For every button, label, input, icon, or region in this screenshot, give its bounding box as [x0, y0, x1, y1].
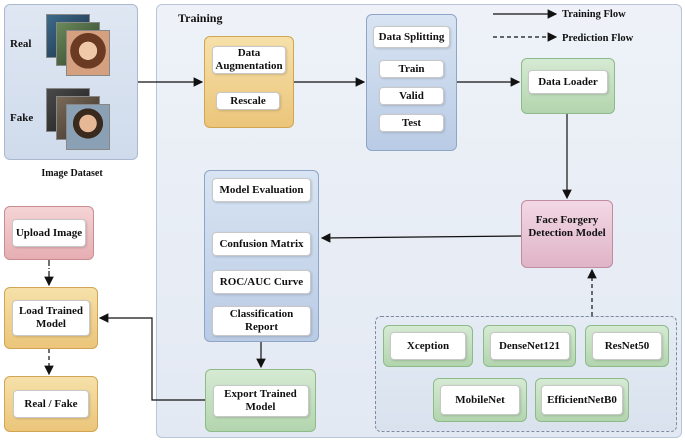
legend-training-flow: Training Flow: [562, 9, 626, 20]
real-fake-result-box: Real / Fake: [4, 376, 98, 432]
rescale-item: Rescale: [216, 92, 280, 110]
arrow-model-to-evaluation: [320, 233, 522, 243]
face-forgery-model-box: [521, 200, 613, 268]
classification-report-item: Classification Report: [212, 306, 311, 336]
export-trained-model-box: Export Trained Model: [205, 369, 316, 432]
test-split-item: Test: [379, 114, 444, 132]
fake-label: Fake: [10, 112, 34, 124]
model-evaluation-title: Model Evaluation: [212, 178, 311, 202]
data-loader-label: Data Loader: [528, 70, 608, 94]
face-forgery-model-label: Face Forgery Detection Model: [528, 214, 606, 239]
legend-prediction-flow: Prediction Flow: [562, 33, 634, 44]
upload-image-box: Upload Image: [4, 206, 94, 260]
model-mobilenet: MobileNet: [433, 378, 527, 422]
model-resnet50: ResNet50: [585, 325, 669, 367]
real-label: Real: [10, 38, 32, 50]
data-splitting-title: Data Splitting: [373, 26, 450, 48]
arrow-export-to-load-model: [98, 313, 205, 401]
confusion-matrix-item: Confusion Matrix: [212, 232, 311, 256]
model-xception: Xception: [383, 325, 473, 367]
model-efficientnetb0: EfficientNetB0: [535, 378, 629, 422]
load-trained-model-box: Load Trained Model: [4, 287, 98, 349]
data-augmentation-title: Data Augmentation: [212, 46, 286, 74]
image-dataset-caption: Image Dataset: [41, 168, 103, 179]
model-densenet121: DenseNet121: [483, 325, 576, 367]
train-split-item: Train: [379, 60, 444, 78]
export-trained-model-label: Export Trained Model: [212, 384, 309, 417]
roc-auc-curve-item: ROC/AUC Curve: [212, 270, 311, 294]
fake-face-image-front: [66, 104, 110, 150]
training-title: Training: [178, 11, 223, 25]
valid-split-item: Valid: [379, 87, 444, 105]
real-face-image-front: [66, 30, 110, 76]
